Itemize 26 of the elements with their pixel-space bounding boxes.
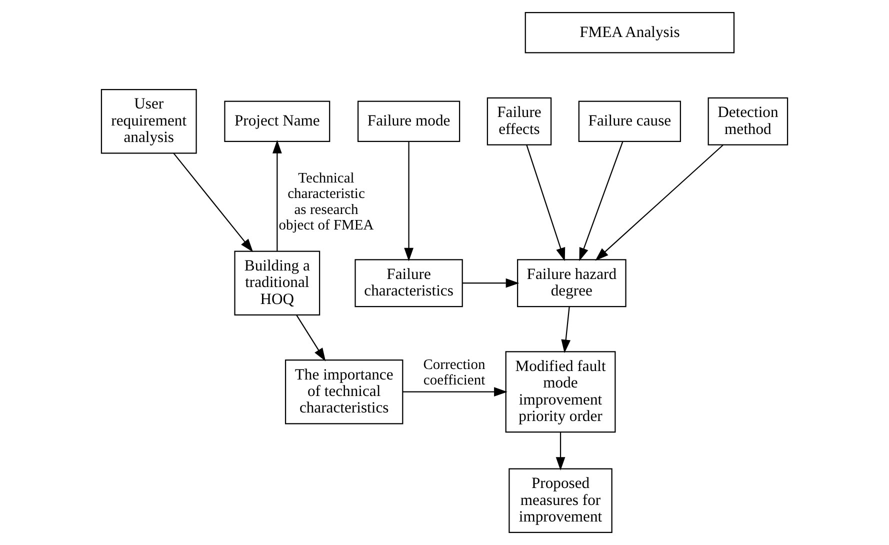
arrow: [526, 144, 566, 262]
node-box: Failure characteristics: [354, 259, 463, 308]
node-box: The importance of technical characteristics: [284, 360, 404, 424]
node-box: Failure mode: [357, 100, 460, 142]
node-box: User requirement analysis: [100, 88, 197, 154]
arrow: [402, 387, 508, 397]
edge-label: Correction coefficient: [423, 356, 486, 389]
arrow: [462, 278, 520, 288]
arrow: [173, 152, 254, 252]
arrow: [296, 314, 326, 362]
node-box: Project Name: [224, 100, 330, 142]
node-box: Detection method: [708, 97, 788, 146]
arrow: [556, 432, 566, 470]
arrow: [561, 306, 571, 354]
arrow: [272, 140, 282, 252]
node-box: Building a traditional HOQ: [234, 250, 320, 316]
node-box: Proposed measures for improvement: [508, 468, 612, 533]
edge-label: Technical characteristic as research object of FMEA: [278, 170, 374, 234]
node-box: Failure cause: [578, 100, 681, 142]
node-box: FMEA Analysis: [524, 12, 735, 54]
arrow: [579, 142, 624, 262]
node-box: Failure hazard degree: [517, 259, 626, 308]
arrow: [404, 142, 414, 262]
node-box: Failure effects: [486, 97, 552, 146]
node-box: Modified fault mode improvement priority order: [505, 351, 616, 433]
arrow: [595, 144, 724, 261]
